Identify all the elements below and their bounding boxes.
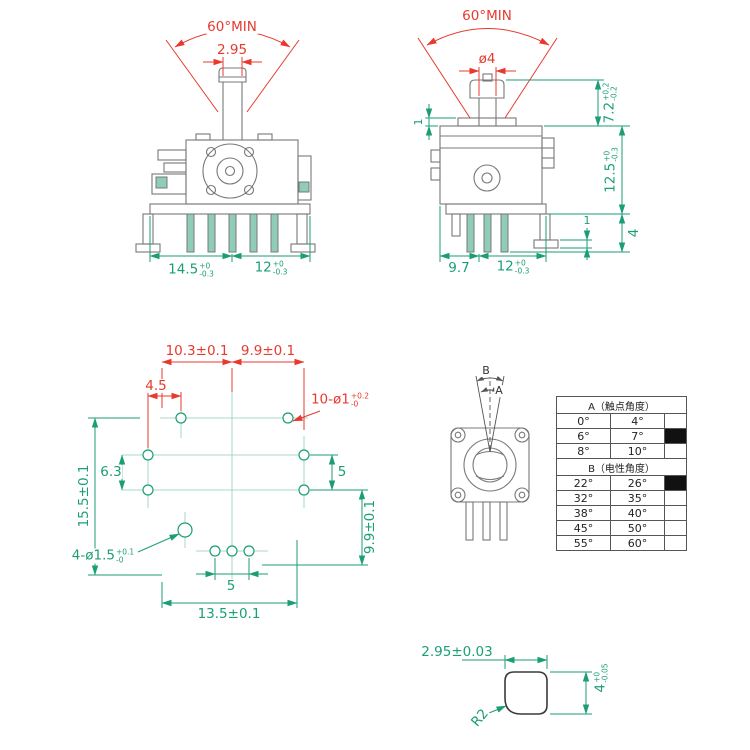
detail-part [504,671,548,715]
axis-label-b: B [481,364,491,378]
dim-fp-top-right: 9.9±0.1 [239,342,297,359]
dim-fp-right-pitch: 5 [336,463,348,480]
spec-cell: 7° [610,428,665,444]
dim-fp-bottom-width: 13.5±0.1 [196,605,262,622]
dim-front-stick-width: 2.95 [215,41,249,58]
footprint-dims-green [88,417,368,608]
spec-mark-cell [664,428,687,444]
spec-mark-cell [664,413,687,429]
spec-mark-cell [664,520,687,536]
footprint-holes [142,412,310,557]
dim-side-cap-height: 7.2+0.2-0.2 [601,81,618,125]
front-view-part [135,67,316,253]
footprint-dims-red [147,358,321,448]
dim-front-angle: 60°MIN [206,18,258,35]
spec-mark-cell [664,505,687,521]
dim-fp-big-holes: 4-ø1.5+0.1-0 [70,547,136,564]
top-view-axes [475,368,505,453]
dim-front-pitch-right: 12+0-0.3 [253,259,289,276]
dim-side-step: 1 [412,117,426,127]
spec-cell: 60° [610,535,665,551]
dim-side-foot-thickness: 1 [582,214,592,228]
spec-cell: 26° [610,475,665,491]
angle-spec-table: A（触点角度） 0° 4° 6° 7° 8° 10° B（电性角度） 22° 2… [556,396,687,551]
dim-fp-bottom-pitch: 5 [225,577,237,594]
front-dims-green [149,216,311,262]
dim-fp-height: 15.5±0.1 [75,463,92,529]
detail-dims [462,655,592,715]
side-dims-red [417,28,558,119]
dim-fp-hole-offset: 4.5 [144,377,168,394]
spec-cell: 22° [556,475,611,491]
spec-cell: 4° [610,413,665,429]
dim-side-pitch: 12+0-0.3 [495,258,531,275]
spec-cell: 40° [610,505,665,521]
spec-cell: 38° [556,505,611,521]
spec-cell: 10° [610,443,665,459]
dim-side-pin-length: 4 [625,227,642,239]
dim-side-angle: 60°MIN [461,7,513,24]
spec-mark-cell [664,535,687,551]
spec-cell: 35° [610,490,665,506]
spec-cell: 32° [556,490,611,506]
dim-detail-width: 2.95±0.03 [420,643,494,660]
dim-side-body-height: 12.5+0-0.3 [602,146,619,194]
spec-mark-cell [664,443,687,459]
dim-side-offset: 9.7 [447,259,471,276]
dim-fp-top-left: 10.3±0.1 [164,342,230,359]
spec-cell: 0° [556,413,611,429]
spec-cell: 50° [610,520,665,536]
dim-fp-small-holes: 10-ø1+0.2-0 [309,391,371,408]
side-view-pins [466,213,509,253]
spec-header-b: B（电性角度） [556,458,687,476]
side-view-part [430,73,559,249]
dim-fp-left-pitch: 6.3 [99,463,123,480]
spec-mark-cell [664,475,687,491]
dim-fp-right-height: 9.9±0.1 [361,498,378,556]
dim-side-shaft-dia: ø4 [477,50,497,67]
dim-front-pitch-left: 14.5+0-0.3 [167,261,215,278]
spec-header-a: A（触点角度） [556,396,687,414]
side-dims-green [424,79,630,262]
top-view-part [450,427,530,541]
spec-cell: 55° [556,535,611,551]
spec-cell: 45° [556,520,611,536]
spec-cell: 8° [556,443,611,459]
spec-mark-cell [664,490,687,506]
axis-label-a: A [494,384,504,398]
front-view-pins [155,176,310,253]
dim-detail-height: 4+0-0.05 [592,662,609,694]
spec-cell: 6° [556,428,611,444]
